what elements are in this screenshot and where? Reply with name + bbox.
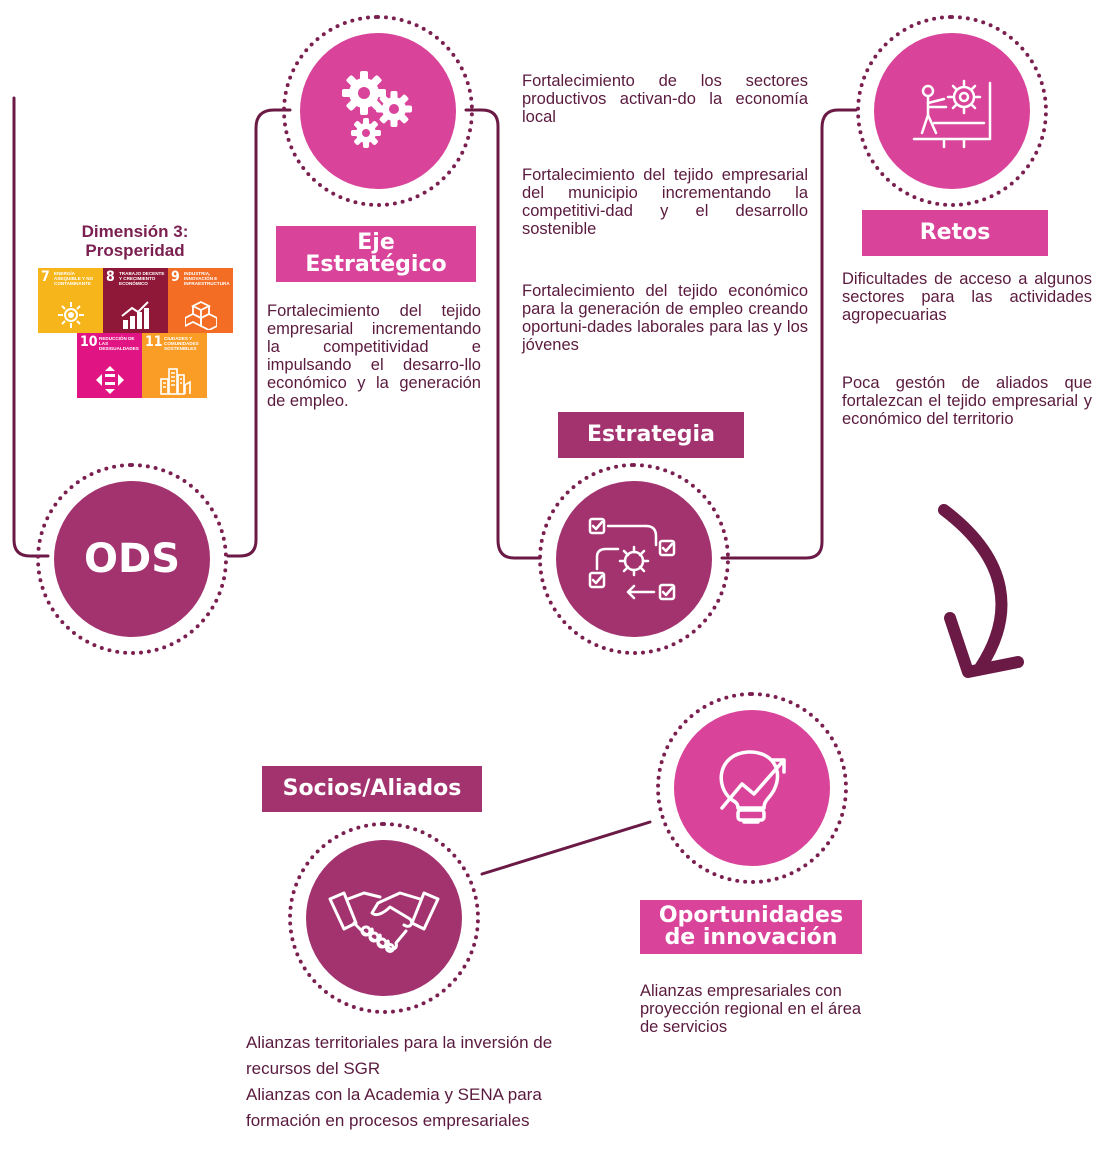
oportunidades-label: Oportunidades de innovación bbox=[640, 900, 862, 954]
estrategia-node bbox=[538, 463, 730, 655]
ods-node: ODS bbox=[36, 463, 228, 655]
retos-item-2: Poca gestón de aliados que fortalezcan e… bbox=[842, 374, 1092, 428]
estrategia-item-2: Fortalecimiento del tejido empresarial d… bbox=[522, 166, 808, 238]
estrategia-item-3: Fortalecimiento del tejido económico par… bbox=[522, 282, 808, 354]
sdg-title: Trabajo decente y crecimiento económico bbox=[119, 271, 165, 286]
eje-to-estrategia-connector bbox=[464, 108, 542, 560]
curved-arrow-icon bbox=[938, 504, 1024, 678]
sdg-tile-11: 11Ciudades y comunidades sostenibles bbox=[142, 333, 207, 398]
socios-label: Socios/Aliados bbox=[262, 766, 482, 812]
dimension-title: Dimensión 3: Prosperidad bbox=[81, 222, 189, 260]
estrategia-label: Estrategia bbox=[558, 412, 744, 458]
sdg-tile-10: 10Reducción de las desigualdades bbox=[77, 333, 142, 398]
sdg-title: Reducción de las desigualdades bbox=[99, 336, 139, 351]
ods-to-eje-connector bbox=[226, 108, 292, 558]
ods-left-connector bbox=[12, 96, 50, 558]
oportunidades-text: Alianzas empresariales con proyección re… bbox=[640, 982, 862, 1036]
sdg-number: 8 bbox=[106, 269, 115, 285]
eje-label: Eje Estratégico bbox=[276, 226, 476, 282]
sdg-number: 10 bbox=[80, 334, 98, 350]
sdg-tile-9: 9 Industria, innovación e infraestructura bbox=[168, 268, 233, 333]
sdg-number: 9 bbox=[171, 269, 180, 285]
city-icon bbox=[159, 368, 191, 395]
retos-node bbox=[856, 15, 1048, 207]
cubes-icon bbox=[184, 300, 217, 330]
gears-icon bbox=[342, 71, 412, 148]
socios-to-oportunidades-connector bbox=[480, 820, 652, 876]
retos-label: Retos bbox=[862, 210, 1048, 256]
person-pushing-gear-icon bbox=[912, 79, 992, 149]
workflow-gear-icon bbox=[588, 517, 676, 601]
socios-node bbox=[288, 822, 480, 1014]
sdg-title: Industria, innovación e infraestructura bbox=[184, 271, 230, 286]
sdg-title: Ciudades y comunidades sostenibles bbox=[164, 336, 199, 351]
sdg-tile-8: 8 Trabajo decente y crecimiento económico bbox=[103, 268, 168, 333]
sdg-tile-7: 7 Energía asequible y no contaminante bbox=[38, 268, 103, 333]
sdg-title: Energía asequible y no contaminante bbox=[54, 271, 94, 286]
sdg-number: 11 bbox=[145, 334, 163, 350]
eje-text: Fortalecimiento del tejido empresarial i… bbox=[267, 302, 481, 410]
retos-item-1: Dificultades de acceso a algunos sectore… bbox=[842, 270, 1092, 324]
oportunidades-node bbox=[656, 692, 848, 884]
growth-chart-icon bbox=[120, 301, 149, 329]
eje-node bbox=[282, 15, 474, 207]
socios-text: Alianzas territoriales para la inversión… bbox=[246, 1033, 553, 1130]
handshake-icon bbox=[328, 891, 440, 953]
equality-arrows-icon bbox=[95, 366, 124, 394]
ods-label: ODS bbox=[83, 536, 180, 582]
estrategia-to-retos-connector bbox=[720, 108, 858, 560]
sun-icon bbox=[57, 302, 84, 328]
estrategia-item-1: Fortalecimiento de los sectores producti… bbox=[522, 72, 808, 126]
sdg-number: 7 bbox=[41, 269, 50, 285]
lightbulb-growth-icon bbox=[719, 750, 786, 824]
